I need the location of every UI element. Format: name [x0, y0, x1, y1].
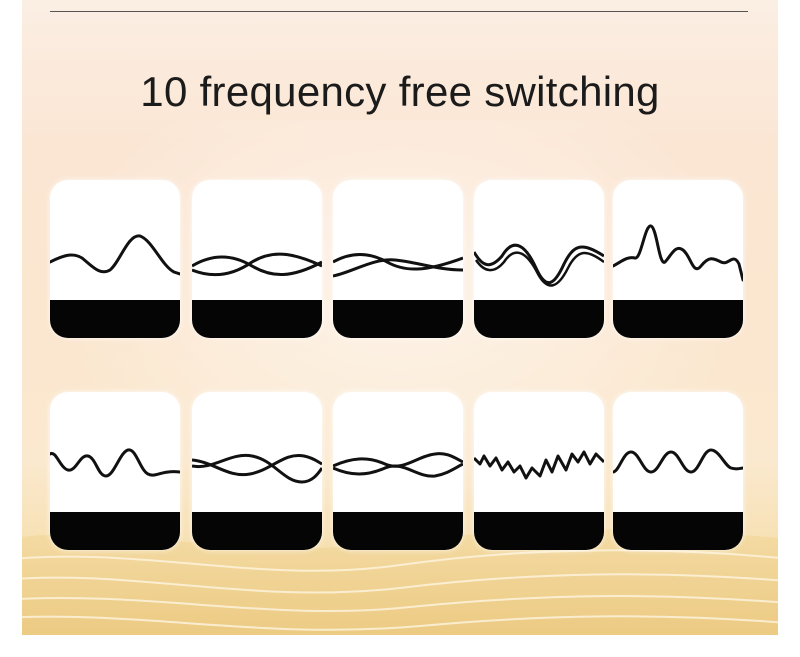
left-frame: [0, 0, 22, 657]
card-base: [474, 512, 604, 550]
frequency-mode-card-9[interactable]: [474, 392, 604, 550]
double-wave-icon: [474, 243, 604, 287]
frequency-mode-card-2[interactable]: [192, 180, 322, 338]
right-frame: [778, 0, 800, 657]
single-wave-icon: [50, 234, 180, 276]
bottom-frame: [0, 635, 800, 657]
braided-wave-icon: [192, 453, 322, 484]
headline: 10 frequency free switching: [140, 68, 660, 115]
braided-wave-icon: [333, 452, 463, 478]
card-base: [192, 512, 322, 550]
card-base: [613, 300, 743, 338]
frequency-mode-card-5[interactable]: [613, 180, 743, 338]
frequency-mode-card-10[interactable]: [613, 392, 743, 550]
frequency-mode-card-4[interactable]: [474, 180, 604, 338]
jagged-wave-icon: [474, 450, 604, 480]
card-base: [50, 512, 180, 550]
card-base: [474, 300, 604, 338]
wave-icon: [50, 448, 180, 478]
card-base: [613, 512, 743, 550]
card-base: [333, 300, 463, 338]
frequency-mode-card-3[interactable]: [333, 180, 463, 338]
top-divider: [50, 11, 748, 12]
card-base: [50, 300, 180, 338]
frequency-mode-card-8[interactable]: [333, 392, 463, 550]
jagged-wave-icon: [613, 224, 743, 282]
double-wave-icon: [192, 252, 322, 277]
frequency-mode-card-6[interactable]: [50, 392, 180, 550]
frequency-mode-card-7[interactable]: [192, 392, 322, 550]
double-wave-icon: [333, 253, 463, 278]
card-base: [333, 512, 463, 550]
frequency-mode-card-1[interactable]: [50, 180, 180, 338]
wave-icon: [613, 448, 743, 474]
card-base: [192, 300, 322, 338]
